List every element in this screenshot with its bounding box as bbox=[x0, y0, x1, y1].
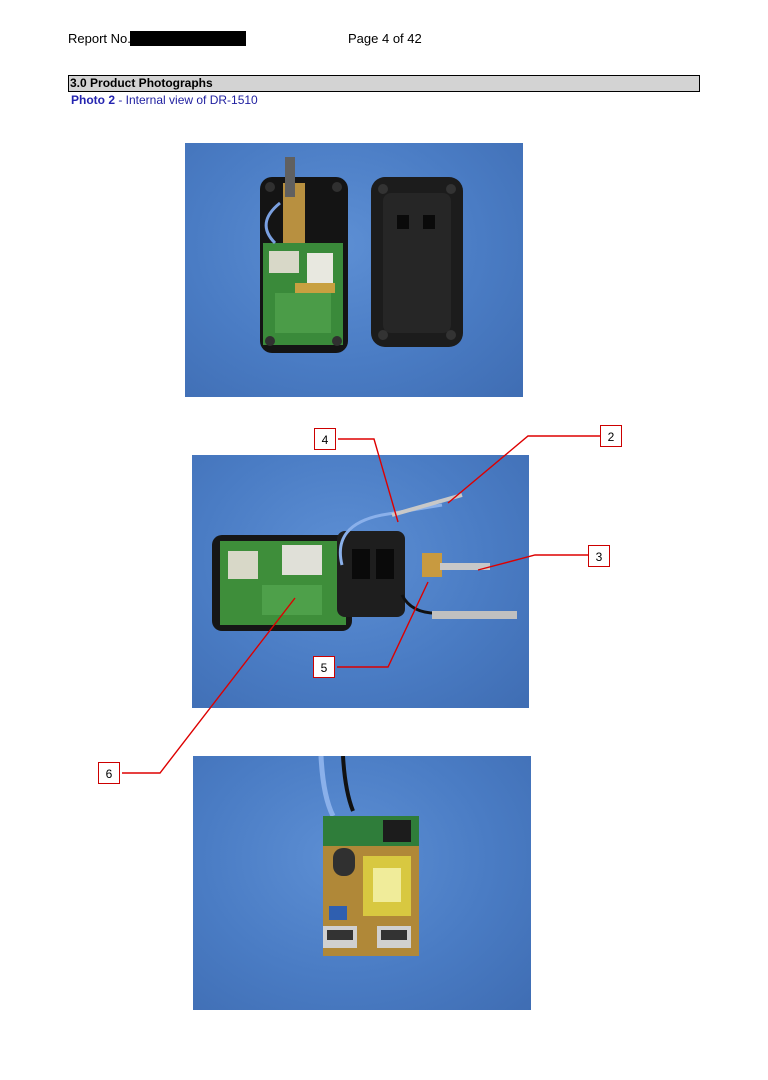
section-title: 3.0 Product Photographs bbox=[68, 75, 700, 92]
photo-caption: Photo 2 - Internal view of DR-1510 bbox=[71, 93, 258, 107]
photo-caption-text: - Internal view of DR-1510 bbox=[115, 93, 258, 107]
photo-pcb-plug-assembly bbox=[192, 455, 529, 708]
photo-opened-enclosure bbox=[185, 143, 523, 397]
page-number: Page 4 of 42 bbox=[348, 31, 422, 46]
callout-2: 2 bbox=[600, 425, 622, 447]
photo-bare-pcb bbox=[193, 756, 531, 1010]
callout-4: 4 bbox=[314, 428, 336, 450]
photo-number: Photo 2 bbox=[71, 93, 115, 107]
report-number-label: Report No. bbox=[68, 31, 131, 46]
callout-5: 5 bbox=[313, 656, 335, 678]
callout-6: 6 bbox=[98, 762, 120, 784]
redacted-report-number bbox=[130, 31, 246, 46]
callout-3: 3 bbox=[588, 545, 610, 567]
